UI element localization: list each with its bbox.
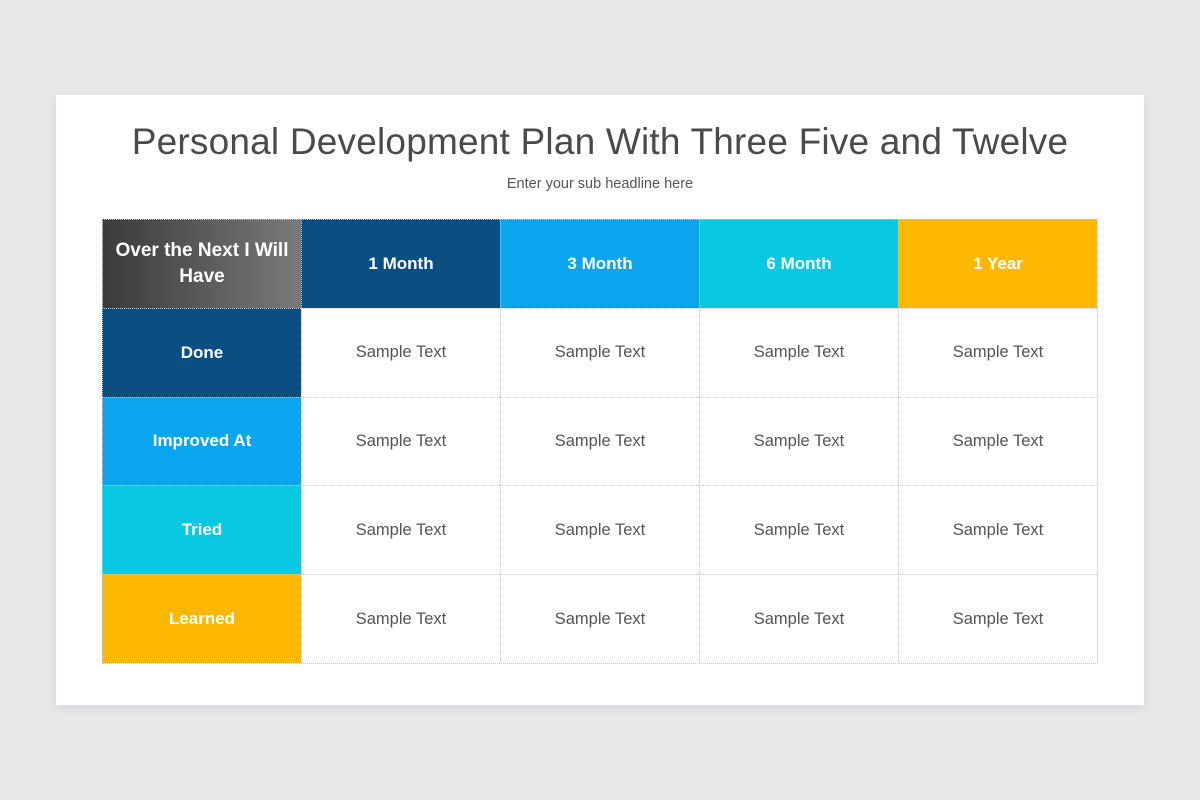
row-header-tried: Tried bbox=[102, 485, 301, 575]
table-cell: Sample Text bbox=[500, 485, 699, 575]
slide-title: Personal Development Plan With Three Fiv… bbox=[131, 121, 1069, 162]
table-cell: Sample Text bbox=[699, 307, 898, 397]
table-cell: Sample Text bbox=[500, 307, 699, 397]
development-plan-table: Over the Next I Will Have 1 Month 3 Mont… bbox=[102, 219, 1098, 664]
table-cell: Sample Text bbox=[898, 574, 1097, 663]
table-cell: Sample Text bbox=[699, 396, 898, 486]
row-header-learned: Learned bbox=[102, 574, 301, 663]
table-cell: Sample Text bbox=[500, 574, 699, 663]
table-cell: Sample Text bbox=[301, 396, 500, 486]
table-cell: Sample Text bbox=[301, 485, 500, 575]
slide-subtitle: Enter your sub headline here bbox=[506, 176, 694, 192]
row-header-done: Done bbox=[102, 307, 301, 397]
column-header-1-year: 1 Year bbox=[898, 219, 1097, 308]
table-cell: Sample Text bbox=[500, 396, 699, 486]
table-cell: Sample Text bbox=[898, 485, 1097, 575]
table-cell: Sample Text bbox=[898, 307, 1097, 397]
column-header-6-month: 6 Month bbox=[699, 219, 898, 308]
table-cell: Sample Text bbox=[699, 574, 898, 663]
corner-header: Over the Next I Will Have bbox=[102, 219, 301, 308]
table-cell: Sample Text bbox=[898, 396, 1097, 486]
row-header-improved-at: Improved At bbox=[102, 396, 301, 486]
table-cell: Sample Text bbox=[699, 485, 898, 575]
column-header-3-month: 3 Month bbox=[500, 219, 699, 308]
column-header-1-month: 1 Month bbox=[301, 219, 500, 308]
table-cell: Sample Text bbox=[301, 307, 500, 397]
slide: Personal Development Plan With Three Fiv… bbox=[56, 95, 1144, 705]
table-cell: Sample Text bbox=[301, 574, 500, 663]
